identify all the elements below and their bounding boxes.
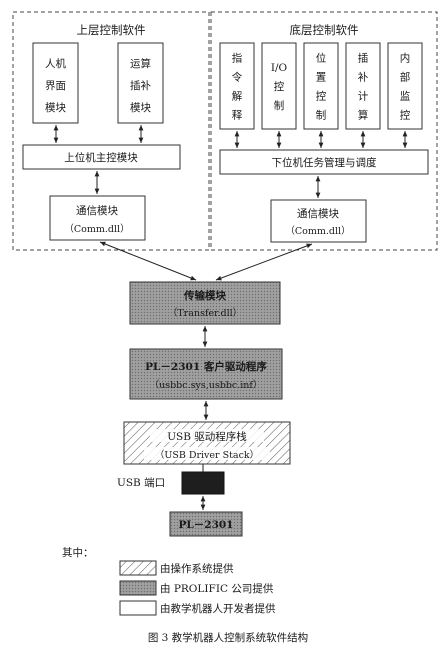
lower-comm-module [270, 199, 367, 243]
lower-module-char: 位 [316, 52, 327, 65]
lower-software-group [210, 11, 438, 251]
legend-os-label: 由操作系统提供 [160, 562, 234, 575]
pl2301-client-driver [129, 348, 283, 400]
legend-swatch-os [119, 560, 157, 576]
usb-port-label: USB 端口 [117, 476, 165, 489]
legend-title: 其中： [62, 546, 94, 559]
usb-stack-label: USB 驱动程序栈 [167, 430, 247, 443]
module-text-row: 模块 [45, 102, 67, 114]
pl2301-driver-label: PL－2301 客户驱动程序 [145, 360, 267, 373]
lower-module-char: 制 [316, 109, 327, 122]
host-main-control-label: 上位机主控模块 [64, 151, 138, 164]
lower-module-char: 置 [316, 72, 327, 84]
transfer-module [129, 281, 281, 325]
arrow-lower-comm-transfer [215, 243, 313, 281]
pl2301-driver-sub: （usbbc.sys,usbbc.inf） [150, 379, 263, 391]
module-text-row: 模块 [130, 102, 152, 114]
lower-module-char: 算 [358, 109, 369, 122]
lower-module-2 [261, 42, 297, 130]
lower-module-4 [345, 42, 381, 130]
lower-comm-label: 通信模块 [297, 208, 339, 220]
calc-interp-module [117, 42, 164, 124]
lower-module-char: 监 [400, 90, 411, 103]
usb-port-block [181, 471, 225, 495]
legend-prolific-label: 由 PROLIFIC 公司提供 [160, 582, 274, 595]
lower-module-char: 解 [232, 90, 243, 103]
lower-module-char: 释 [232, 109, 243, 122]
slave-task-scheduler [219, 149, 429, 175]
module-text-row: 插补 [130, 79, 152, 92]
upper-software-title: 上层控制软件 [77, 23, 146, 37]
transfer-label: 传输模块 [183, 289, 226, 302]
pl2301-chip [169, 511, 243, 537]
lower-module-char: 控 [274, 80, 285, 93]
lower-software-title: 底层控制软件 [290, 23, 359, 37]
lower-module-char: I/O [271, 62, 288, 74]
legend-swatch-prolific [119, 580, 157, 596]
arrow-upper-comm-transfer [99, 241, 197, 281]
legend-swatch-dev [119, 600, 157, 616]
usb-stack-label-bg [150, 429, 264, 442]
lower-module-char: 内 [400, 52, 411, 65]
slave-task-scheduler-label: 下位机任务管理与调度 [272, 156, 377, 169]
upper-comm-module [49, 195, 146, 241]
module-text-row: 运算 [130, 57, 151, 70]
lower-module-5 [387, 42, 423, 130]
hmi-module [32, 42, 79, 124]
pl2301-chip-label: PL－2301 [178, 519, 233, 531]
usb-stack-sub: （USB Driver Stack） [155, 449, 259, 461]
host-main-control-module [22, 144, 181, 170]
module-text-row: 界面 [45, 80, 66, 92]
lower-comm-sub: （Comm.dll） [285, 225, 350, 237]
lower-module-char: 部 [400, 71, 411, 84]
lower-module-char: 令 [232, 71, 243, 84]
lower-module-char: 指 [232, 52, 243, 65]
lower-module-3 [303, 42, 339, 130]
usb-stack-sub-bg [144, 447, 270, 460]
legend-dev-label: 由教学机器人开发者提供 [160, 602, 276, 615]
lower-module-1 [219, 42, 255, 130]
lower-module-char: 控 [400, 109, 411, 122]
upper-comm-sub: （Comm.dll） [64, 223, 129, 235]
lower-module-char: 制 [274, 99, 285, 112]
lower-module-char: 插 [358, 52, 369, 65]
upper-comm-label: 通信模块 [76, 205, 118, 217]
figure-caption: 图 3 教学机器人控制系统软件结构 [148, 631, 308, 644]
lower-module-char: 计 [358, 90, 369, 103]
transfer-sub: （Transfer.dll） [168, 307, 242, 319]
lower-module-char: 补 [358, 71, 369, 84]
lower-module-char: 控 [316, 90, 327, 103]
module-text-row: 人机 [45, 57, 67, 70]
